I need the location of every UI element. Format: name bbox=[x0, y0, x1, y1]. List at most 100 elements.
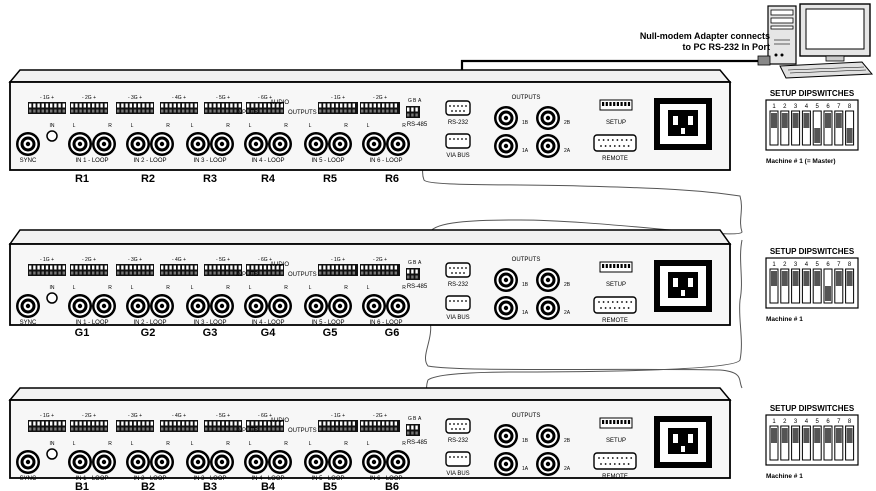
loop-label: IN 4 - LOOP bbox=[251, 158, 284, 164]
dip-switch-lever bbox=[793, 113, 799, 128]
callout-line1: Null-modem Adapter connects bbox=[640, 31, 770, 41]
terminal-label: - 2G + bbox=[82, 95, 96, 101]
audio-terminal-block bbox=[160, 102, 198, 114]
audio-terminal-block bbox=[116, 102, 154, 114]
term-r: R bbox=[284, 441, 288, 447]
loop-bnc bbox=[150, 132, 174, 156]
term-r: R bbox=[108, 441, 112, 447]
rs485-label: RS-485 bbox=[407, 122, 428, 128]
audio-terminal-block bbox=[28, 102, 66, 114]
term-l: L bbox=[73, 441, 76, 447]
terminal-label: - 4G + bbox=[172, 257, 186, 263]
audio-terminal-block bbox=[160, 420, 198, 432]
input-bnc bbox=[186, 294, 210, 318]
output-bnc-1a bbox=[494, 134, 518, 158]
term-l: L bbox=[309, 123, 312, 129]
chassis-top bbox=[10, 70, 730, 82]
terminal-label: - 5G + bbox=[216, 95, 230, 101]
loop-bnc bbox=[386, 132, 410, 156]
term-r: R bbox=[108, 123, 112, 129]
remote-port bbox=[594, 135, 636, 151]
term-r: R bbox=[402, 441, 406, 447]
loop-label: IN 6 - LOOP bbox=[369, 158, 402, 164]
input-bnc bbox=[126, 450, 150, 474]
audio-terminal-block bbox=[70, 264, 108, 276]
dip-switch-lever bbox=[803, 428, 809, 443]
via-bus-label: VIA BUS bbox=[446, 471, 469, 477]
channel-label: R4 bbox=[261, 173, 276, 185]
audio-terminal-block bbox=[28, 264, 66, 276]
loop-bnc bbox=[92, 132, 116, 156]
audio-terminal-block bbox=[116, 420, 154, 432]
remote-label: REMOTE bbox=[602, 474, 628, 480]
rs232-label: RS-232 bbox=[448, 282, 469, 288]
infrared-jack bbox=[47, 293, 57, 303]
input-bnc bbox=[362, 294, 386, 318]
via-bus-label: VIA BUS bbox=[446, 153, 469, 159]
dip-switch-lever bbox=[782, 113, 788, 128]
audio-terminal-block bbox=[360, 264, 400, 276]
term-l: L bbox=[73, 123, 76, 129]
out-1b: 1B bbox=[522, 120, 529, 126]
input-bnc bbox=[244, 450, 268, 474]
dip-switch-lever bbox=[793, 428, 799, 443]
channel-label: R3 bbox=[203, 173, 217, 185]
loop-bnc bbox=[210, 294, 234, 318]
input-bnc bbox=[186, 132, 210, 156]
dip-header: SETUP DIPSWITCHES bbox=[770, 404, 855, 413]
output-bnc-2a bbox=[536, 296, 560, 320]
term-l: L bbox=[309, 441, 312, 447]
dip-switch-lever bbox=[814, 271, 820, 286]
term-r: R bbox=[402, 285, 406, 291]
dip-switch-lever bbox=[825, 113, 831, 128]
setup-label: SETUP bbox=[606, 438, 626, 444]
channel-label: G1 bbox=[75, 327, 90, 339]
out-1b: 1B bbox=[522, 282, 529, 288]
infrared-jack bbox=[47, 131, 57, 141]
rs485-connector bbox=[406, 424, 420, 436]
sync-bnc bbox=[16, 450, 40, 474]
term-r: R bbox=[226, 441, 230, 447]
channel-label: B3 bbox=[203, 481, 217, 491]
terminal-label: - 1G + bbox=[40, 413, 54, 419]
loop-bnc bbox=[386, 294, 410, 318]
outputs-label: OUTPUTS bbox=[288, 110, 317, 116]
term-r: R bbox=[284, 285, 288, 291]
remote-port bbox=[594, 453, 636, 469]
input-bnc bbox=[68, 450, 92, 474]
out-1a: 1A bbox=[522, 310, 529, 316]
rs485-label: RS-485 bbox=[407, 440, 428, 446]
channel-label: G6 bbox=[385, 327, 400, 339]
dip-switch-lever bbox=[847, 271, 853, 286]
sync-label: SYNC bbox=[20, 476, 37, 482]
channel-label: G4 bbox=[261, 327, 277, 339]
audio-label: AUDIO bbox=[270, 418, 289, 424]
term-l: L bbox=[249, 441, 252, 447]
terminal-label: - 4G + bbox=[172, 95, 186, 101]
dip-switch-panel: 12345678 bbox=[766, 258, 858, 308]
input-bnc bbox=[304, 450, 328, 474]
remote-port bbox=[594, 297, 636, 313]
remote-label: REMOTE bbox=[602, 318, 628, 324]
dip-switch-panel: 12345678 bbox=[766, 100, 858, 150]
term-l: L bbox=[249, 123, 252, 129]
loop-label: IN 4 - LOOP bbox=[251, 320, 284, 326]
term-r: R bbox=[226, 123, 230, 129]
machine-unit: - 1G +- 2G +- 3G +- 4G +- 5G +- 6G +- 1G… bbox=[10, 388, 730, 482]
loop-label: IN 1 - LOOP bbox=[75, 158, 108, 164]
channel-label: B4 bbox=[261, 481, 276, 491]
loop-bnc bbox=[210, 132, 234, 156]
audio-terminal-block bbox=[70, 420, 108, 432]
terminal-label: - 2G + bbox=[373, 413, 387, 419]
via-bus-port bbox=[446, 452, 470, 466]
audio-terminal-block bbox=[360, 102, 400, 114]
term-l: L bbox=[367, 441, 370, 447]
loop-label: IN 5 - LOOP bbox=[311, 158, 344, 164]
via-bus-port bbox=[446, 134, 470, 148]
setup-switch bbox=[600, 262, 632, 272]
channel-label: B5 bbox=[323, 481, 337, 491]
dip-switch-lever bbox=[836, 428, 842, 443]
loop-bnc bbox=[150, 294, 174, 318]
machine-caption: Machine # 1 (= Master) bbox=[766, 158, 836, 165]
term-l: L bbox=[131, 123, 134, 129]
